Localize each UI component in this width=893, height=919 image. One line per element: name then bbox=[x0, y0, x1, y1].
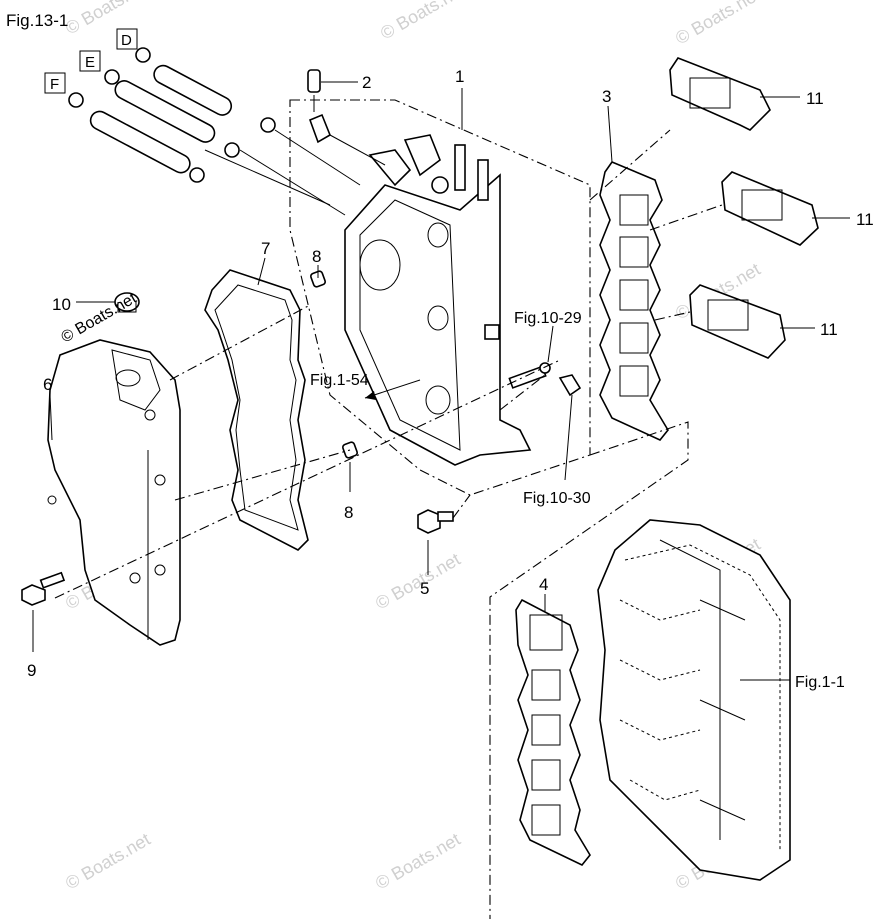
gasket-4 bbox=[515, 598, 591, 866]
leader-reed-3 bbox=[654, 311, 691, 321]
cylinder-head bbox=[344, 134, 532, 466]
crankcase-block bbox=[597, 519, 791, 881]
watermark: © Boats.net bbox=[372, 549, 464, 613]
callout-3: 3 bbox=[602, 87, 611, 106]
callout-7: 7 bbox=[261, 239, 270, 258]
box-f: F bbox=[44, 72, 66, 94]
leader-sensor bbox=[499, 374, 546, 411]
callout-10: 10 bbox=[52, 295, 71, 314]
ref-fig-10-29: Fig.10-29 bbox=[514, 310, 582, 327]
block-boundary bbox=[489, 421, 689, 919]
cylinder-head-cover bbox=[47, 339, 181, 646]
leader-bolt-5 bbox=[452, 494, 471, 519]
part-2-pin bbox=[307, 69, 386, 166]
dowel-8-upper bbox=[310, 270, 326, 288]
callout-8-lower: 8 bbox=[344, 503, 353, 522]
bolt-9 bbox=[21, 571, 66, 606]
watermark: © Boats.net bbox=[62, 0, 154, 38]
callout-2: 2 bbox=[362, 73, 371, 92]
callout-4: 4 bbox=[539, 575, 548, 594]
callout-5: 5 bbox=[420, 579, 429, 598]
reed-valve-bottom bbox=[689, 284, 786, 359]
figure-title: Fig.13-1 bbox=[6, 11, 68, 30]
watermark: © Boats.net bbox=[377, 0, 469, 43]
watermark: © Boats.net bbox=[672, 0, 764, 48]
hoses bbox=[68, 47, 361, 216]
ref-fig-1-54: Fig.1-54 bbox=[310, 372, 369, 389]
callout-6: 6 bbox=[43, 375, 52, 394]
callout-11-top: 11 bbox=[806, 89, 824, 108]
box-e: E bbox=[79, 50, 101, 72]
reed-valve-top bbox=[669, 57, 771, 131]
leader-cover-upper bbox=[169, 304, 311, 381]
box-e-label: E bbox=[85, 54, 95, 71]
callout-11-middle: 11 bbox=[856, 210, 874, 229]
callout-8-upper: 8 bbox=[312, 247, 321, 266]
ref-fig-10-30: Fig.10-30 bbox=[523, 490, 591, 507]
ref-fig-1-1: Fig.1-1 bbox=[795, 674, 845, 691]
callout-1: 1 bbox=[455, 67, 464, 86]
box-d-label: D bbox=[121, 32, 132, 49]
bolt-5 bbox=[417, 509, 454, 534]
callout-9: 9 bbox=[27, 661, 36, 680]
gasket-3 bbox=[599, 161, 669, 441]
leader-reed-2 bbox=[649, 204, 723, 231]
callout-11-bottom: 11 bbox=[820, 320, 838, 339]
callout-leaders bbox=[32, 81, 850, 681]
arrow-head bbox=[365, 391, 376, 400]
watermark: © Boats.net bbox=[372, 829, 464, 893]
gasket-7 bbox=[204, 269, 309, 551]
box-f-label: F bbox=[50, 76, 59, 93]
watermark: © Boats.net bbox=[62, 829, 154, 893]
leader-bolt-9 bbox=[54, 359, 561, 599]
reed-valve-middle bbox=[721, 171, 819, 246]
box-d: D bbox=[116, 28, 138, 50]
leader-reed-1 bbox=[589, 129, 671, 201]
